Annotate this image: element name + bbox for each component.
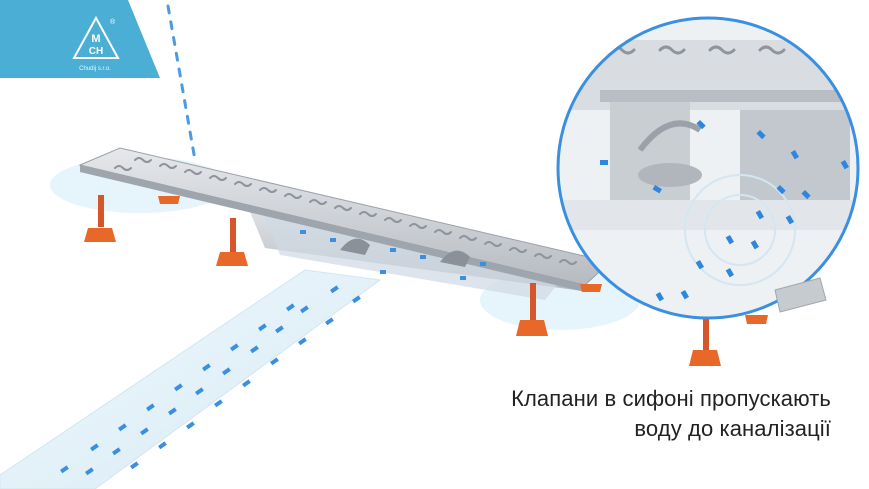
svg-text:CH: CH: [89, 46, 103, 57]
falling-water-stream: [166, 4, 197, 162]
caption: Клапани в сифоні пропускають воду до кан…: [511, 384, 831, 444]
svg-text:M: M: [91, 33, 100, 45]
caption-line-1: Клапани в сифоні пропускають: [511, 386, 831, 411]
magnified-siphon-detail: [556, 16, 860, 320]
drain-pipe: [0, 269, 382, 489]
company-name: Chudij s.r.o.: [79, 66, 111, 72]
brand-logo: M CH ®: [0, 0, 160, 78]
drain-channel: [78, 147, 612, 300]
channel-end-cap: [774, 277, 827, 313]
caption-line-2: воду до каналізації: [634, 416, 831, 441]
svg-text:®: ®: [110, 18, 116, 26]
siphon-valves: [340, 238, 470, 267]
adjustable-feet: [84, 195, 768, 366]
